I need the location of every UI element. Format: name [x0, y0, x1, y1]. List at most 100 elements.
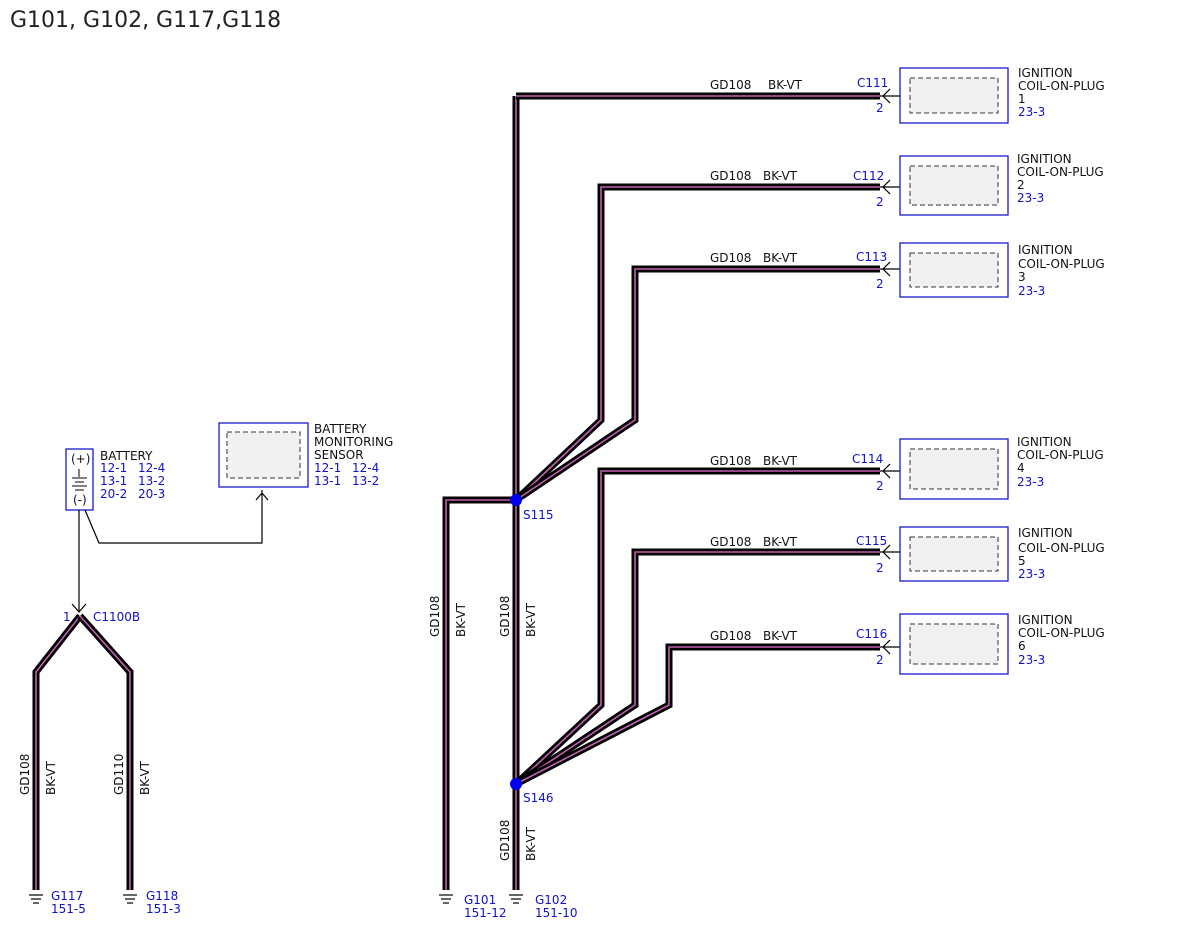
- wire-color-label: BK-VT: [763, 454, 798, 468]
- wire-color-label: BK-VT: [454, 602, 468, 637]
- component-name: IGNITION: [1018, 613, 1073, 627]
- battery-ref: 12-1: [100, 461, 127, 475]
- component-number: 1: [1018, 92, 1026, 106]
- wire-g117[interactable]: [32, 613, 83, 890]
- component-ref: 23-3: [1018, 567, 1045, 581]
- battery-thin-wires[interactable]: [71, 490, 269, 613]
- ground-name: G101: [464, 893, 496, 907]
- wire-color-label: BK-VT: [44, 760, 58, 795]
- battery[interactable]: (+) (-) BATTERY 12-1 12-4 13-1 13-2 20-2…: [65, 448, 165, 511]
- wire-circuit-label: GD108: [428, 596, 442, 637]
- component-name: COIL-ON-PLUG: [1017, 165, 1104, 179]
- component-number: 3: [1018, 270, 1026, 284]
- component-name: COIL-ON-PLUG: [1018, 257, 1105, 271]
- pin-label: 1: [63, 610, 71, 624]
- battery-ref: 20-2: [100, 487, 127, 501]
- sensor-name: MONITORING: [314, 435, 393, 449]
- component-ref: 23-3: [1017, 475, 1044, 489]
- ground-ref: 151-12: [464, 906, 507, 920]
- splice-label: S115: [523, 508, 554, 522]
- component-number: 6: [1018, 639, 1026, 653]
- wire-circuit-label: GD108: [18, 754, 32, 795]
- component-inner: [909, 165, 999, 206]
- connector-c1100b[interactable]: 1 C1100B: [63, 610, 140, 624]
- wire-c113[interactable]: [514, 265, 880, 503]
- pin-label: 2: [876, 653, 884, 667]
- component-number: 4: [1017, 461, 1025, 475]
- wire-circuit-label: GD108: [710, 169, 751, 183]
- wire-c114[interactable]: [513, 467, 880, 787]
- ignition-coil-4[interactable]: C114 2 IGNITION COIL-ON-PLUG 4 23-3: [852, 435, 1104, 500]
- ignition-coil-1[interactable]: C111 2 IGNITION COIL-ON-PLUG 1 23-3: [857, 66, 1105, 124]
- connector-label: C115: [856, 534, 887, 548]
- ground-name: G118: [146, 889, 178, 903]
- ignition-coil-2[interactable]: C112 2 IGNITION COIL-ON-PLUG 2 23-3: [853, 152, 1104, 216]
- ground-g102[interactable]: G102 151-10: [509, 893, 578, 920]
- ground-g118[interactable]: G118 151-3: [123, 889, 181, 916]
- wire-color-label: BK-VT: [763, 535, 798, 549]
- ground-name: G102: [535, 893, 567, 907]
- wire-color-label: BK-VT: [768, 78, 803, 92]
- battery-monitoring-sensor[interactable]: BATTERY MONITORING SENSOR 12-1 12-4 13-1…: [218, 422, 393, 488]
- connector-label: C1100B: [93, 610, 140, 624]
- battery-label: BATTERY: [100, 449, 153, 463]
- wire-c115[interactable]: [514, 548, 880, 787]
- component-inner: [909, 252, 999, 288]
- battery-ref: 13-2: [138, 474, 165, 488]
- wire-circuit-label: GD108: [710, 629, 751, 643]
- connector-label: C111: [857, 76, 888, 90]
- component-number: 5: [1018, 554, 1026, 568]
- component-name: IGNITION: [1017, 435, 1072, 449]
- wire-c112[interactable]: [513, 183, 880, 503]
- wire-circuit-label: GD108: [710, 535, 751, 549]
- component-inner: [909, 623, 999, 665]
- wire-labels-top: GD108 BK-VT GD108 BK-VT GD108 BK-VT GD10…: [710, 78, 803, 643]
- wire-g101[interactable]: [442, 496, 516, 890]
- component-name: COIL-ON-PLUG: [1017, 448, 1104, 462]
- ground-g117[interactable]: G117 151-5: [29, 889, 86, 916]
- wire-c116[interactable]: [514, 643, 880, 788]
- wire-g118[interactable]: [77, 613, 134, 890]
- ground-ref: 151-5: [51, 902, 86, 916]
- component-name: COIL-ON-PLUG: [1018, 626, 1105, 640]
- splice-s146[interactable]: S146: [510, 778, 554, 805]
- ground-g101[interactable]: G101 151-12: [439, 893, 507, 920]
- wire-color-label: BK-VT: [524, 602, 538, 637]
- ignition-coil-3[interactable]: C113 2 IGNITION COIL-ON-PLUG 3 23-3: [856, 242, 1105, 298]
- sensor-ref: 13-1: [314, 474, 341, 488]
- component-name: IGNITION: [1018, 66, 1073, 80]
- pin-label: 2: [876, 277, 884, 291]
- ignition-coil-6[interactable]: C116 2 IGNITION COIL-ON-PLUG 6 23-3: [856, 613, 1105, 675]
- connector-label: C113: [856, 250, 887, 264]
- component-name: IGNITION: [1018, 243, 1073, 257]
- component-name: IGNITION: [1017, 152, 1072, 166]
- component-inner: [909, 77, 999, 114]
- pin-label: 2: [876, 561, 884, 575]
- wire-color-label: BK-VT: [763, 251, 798, 265]
- wire-circuit-label: GD108: [710, 251, 751, 265]
- splice-s115[interactable]: S115: [510, 494, 554, 522]
- connector-label: C112: [853, 169, 884, 183]
- pin-label: 2: [876, 479, 884, 493]
- pin-label: 2: [876, 195, 884, 209]
- wire-color-label: BK-VT: [524, 826, 538, 861]
- component-ref: 23-3: [1017, 191, 1044, 205]
- ground-name: G117: [51, 889, 83, 903]
- component-inner: [226, 431, 301, 479]
- battery-ref: 20-3: [138, 487, 165, 501]
- ignition-coil-5[interactable]: C115 2 IGNITION COIL-ON-PLUG 5 23-3: [856, 526, 1105, 582]
- wire-circuit-label: GD108: [710, 78, 751, 92]
- connector-label: C114: [852, 452, 883, 466]
- component-ref: 23-3: [1018, 653, 1045, 667]
- component-ref: 23-3: [1018, 284, 1045, 298]
- page-title: G101, G102, G117,G118: [10, 8, 282, 33]
- component-name: COIL-ON-PLUG: [1018, 79, 1105, 93]
- wire-circuit-label: GD110: [112, 754, 126, 795]
- splice-label: S146: [523, 791, 554, 805]
- main-harness: [442, 92, 880, 890]
- sensor-ref: 13-2: [352, 474, 379, 488]
- component-name: IGNITION: [1018, 526, 1073, 540]
- wire-circuit-label: GD108: [710, 454, 751, 468]
- sensor-ref: 12-1: [314, 461, 341, 475]
